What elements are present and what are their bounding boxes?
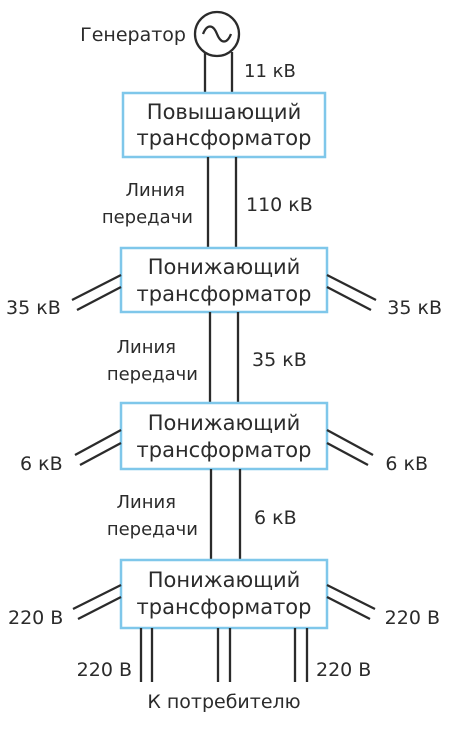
step-down-transformer-2 bbox=[119, 401, 329, 471]
sd3-right-wire-b bbox=[326, 595, 371, 621]
line1-voltage: 110 кВ bbox=[246, 194, 313, 216]
step-up-label-line2: трансформатор bbox=[137, 126, 312, 150]
generator bbox=[193, 10, 241, 58]
ac-sine-icon bbox=[201, 25, 233, 43]
line2-label-a: Линия bbox=[116, 337, 176, 358]
line1-label-a: Линия bbox=[125, 180, 185, 201]
sd3-left-voltage: 220 В bbox=[8, 607, 63, 629]
sd3-left-wire-a bbox=[72, 583, 122, 611]
step-down-2-label-line2: трансформатор bbox=[137, 438, 312, 462]
sd2-left-voltage: 6 кВ bbox=[20, 453, 63, 475]
step-up-label-line1: Повышающий bbox=[147, 100, 301, 124]
sd3-right-wire-a bbox=[326, 583, 376, 611]
line3-label-b: передачи bbox=[107, 519, 198, 540]
step-down-1-label-line2: трансформатор bbox=[137, 282, 312, 306]
line3-voltage: 6 кВ bbox=[254, 507, 297, 529]
sd1-right-wire-a bbox=[326, 273, 377, 302]
line2-label-b: передачи bbox=[107, 364, 198, 385]
line2-voltage: 35 кВ bbox=[252, 349, 307, 371]
sd1-right-voltage: 35 кВ bbox=[387, 297, 442, 319]
sd3-right-voltage: 220 В bbox=[385, 607, 440, 629]
sd2-right-voltage: 6 кВ bbox=[385, 453, 428, 475]
sd1-right-wire-b bbox=[326, 285, 372, 312]
sd2-left-wire-a bbox=[74, 428, 122, 457]
sd1-left-wire-a bbox=[71, 273, 122, 302]
step-down-1-label-line1: Понижающий bbox=[148, 255, 301, 279]
generator-label: Генератор bbox=[80, 24, 186, 46]
step-up-transformer bbox=[121, 91, 327, 159]
step-down-transformer-3 bbox=[119, 558, 329, 630]
generator-voltage: 11 кВ bbox=[244, 61, 296, 82]
sd3-left-wire-b bbox=[77, 595, 122, 621]
step-down-transformer-1 bbox=[119, 246, 329, 314]
sd1-left-wire-b bbox=[76, 285, 122, 312]
step-down-3-label-line2: трансформатор bbox=[137, 595, 312, 619]
sd2-left-wire-b bbox=[79, 441, 122, 467]
step-down-2-label-line1: Понижающий bbox=[148, 411, 301, 435]
bottom-right-voltage: 220 В bbox=[316, 659, 371, 681]
sd1-left-voltage: 35 кВ bbox=[6, 297, 61, 319]
line3-label-a: Линия bbox=[116, 492, 176, 513]
step-down-3-label-line1: Понижающий bbox=[148, 568, 301, 592]
line1-label-b: передачи bbox=[102, 207, 193, 228]
sd2-right-wire-b bbox=[326, 441, 369, 467]
bottom-left-voltage: 220 В bbox=[77, 659, 132, 681]
sd2-right-wire-a bbox=[326, 428, 374, 457]
consumer-label: К потребителю bbox=[147, 691, 300, 713]
